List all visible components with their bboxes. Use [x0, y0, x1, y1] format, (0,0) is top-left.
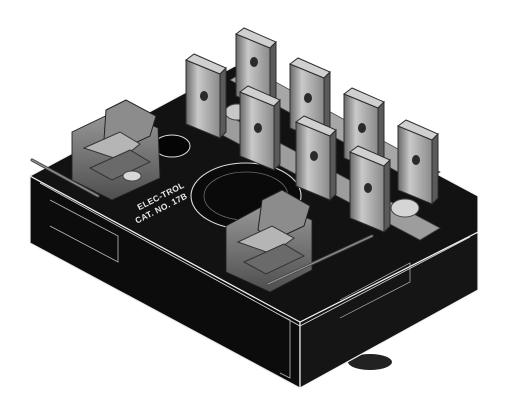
quick-connect-tab: [396, 119, 439, 206]
fuse-clip: [225, 189, 313, 293]
mounting-holes: [153, 134, 302, 230]
fuse-clip: [71, 99, 161, 201]
quick-connect-tab: [184, 53, 227, 140]
wire-lead: [30, 158, 100, 198]
quick-connect-tab: [294, 115, 337, 202]
quick-connect-tab: [238, 85, 281, 172]
base-shadow: [348, 354, 392, 370]
quick-connect-tab: [348, 145, 391, 234]
wire-lead: [266, 234, 374, 286]
